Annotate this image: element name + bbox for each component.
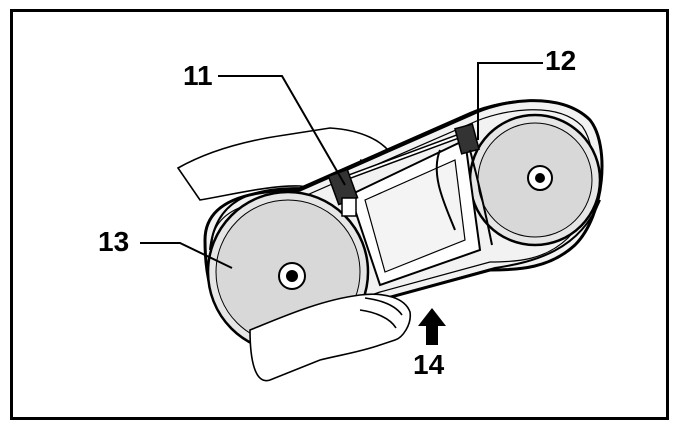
lower-hand (249, 293, 412, 382)
arrow-14 (418, 308, 446, 345)
saw-blade (209, 99, 601, 301)
leader-12 (477, 62, 543, 140)
left-blade-guide (327, 168, 359, 217)
callout-14: 14 (413, 349, 445, 380)
callout-13: 13 (98, 226, 130, 257)
callout-11: 11 (183, 60, 213, 91)
right-wheel (468, 113, 602, 247)
leader-13 (140, 242, 233, 269)
right-blade-guide (435, 123, 493, 246)
leader-11 (218, 75, 346, 186)
guide-bar (334, 129, 471, 185)
leader-lines (140, 62, 543, 269)
callout-12: 12 (545, 45, 577, 76)
